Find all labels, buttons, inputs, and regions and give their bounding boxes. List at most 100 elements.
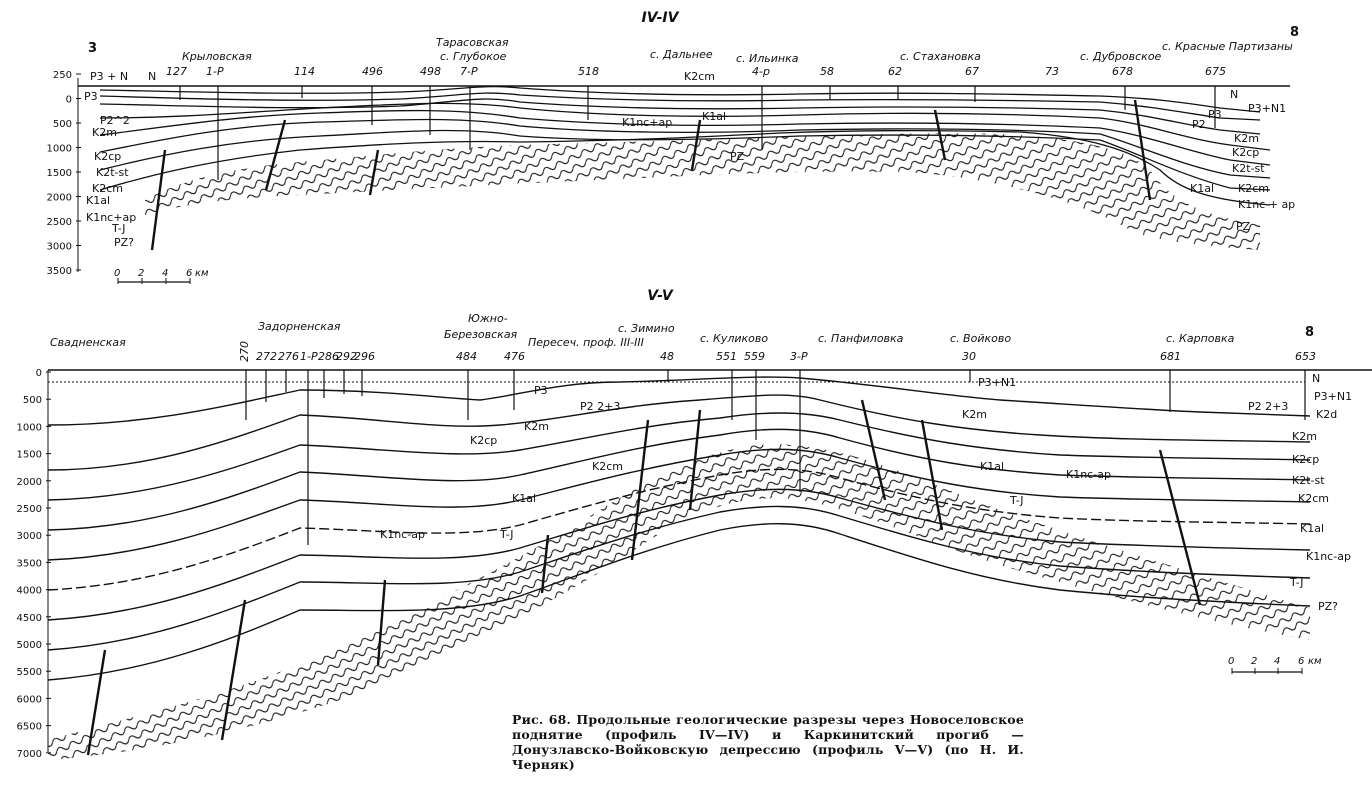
depth-tick-label: 2000 [47, 193, 72, 204]
svg-text:0: 0 [114, 268, 120, 279]
well-label: 559 [744, 350, 765, 363]
well-label: 1-Р [206, 65, 224, 78]
well-label: 4-р [752, 65, 770, 78]
depth-tick-label: 3500 [17, 558, 42, 569]
stratum-label: K1nc+ap [622, 116, 672, 129]
depth-tick-label: 4000 [17, 586, 42, 597]
well-label: 681 [1160, 350, 1181, 363]
well-label: 498 [420, 65, 441, 78]
stratum-label: N [1230, 88, 1238, 101]
well-label: 3-Р [790, 350, 808, 363]
village-label: с. Глубокое [440, 50, 507, 63]
stratum-label: K1al [512, 492, 536, 505]
stratum-label: K1al [702, 110, 726, 123]
depth-tick-label: 2500 [17, 504, 42, 515]
depth-tick-label: 3500 [47, 266, 72, 277]
village-label: Пересеч. проф. III-III [528, 336, 644, 349]
depth-tick-label: 7000 [17, 749, 42, 760]
stratum-label: P3 [534, 384, 548, 397]
stratum-label: K2cm [92, 182, 123, 195]
stratum-label: K2cm [592, 460, 623, 473]
stratum-label: K1al [86, 194, 110, 207]
stratum-label: K2cp [1292, 453, 1319, 466]
profile-v-title: V-V [647, 288, 674, 304]
depth-tick-label: 5000 [17, 640, 42, 651]
stratum-label: P2 [1192, 118, 1206, 131]
profile-v-faults [86, 399, 1202, 756]
well-label: 1-Р [300, 350, 318, 363]
svg-text:6: 6 [1298, 656, 1304, 667]
stratum-label: K2m [524, 420, 549, 433]
stratum-label: K1nc+ap [86, 211, 136, 224]
well-label: 127 [166, 65, 187, 78]
stratum-label: K2cp [94, 150, 121, 163]
stratum-label: P2^2 [100, 114, 130, 127]
depth-tick-label: 2000 [17, 477, 42, 488]
village-label: с. Зимино [618, 322, 675, 335]
stratum-label: K2t-st [1232, 162, 1265, 175]
village-label: с. Красные Партизаны [1162, 40, 1293, 53]
well-label: 292 [336, 350, 357, 363]
well-label: 272 [256, 350, 277, 363]
well-label: 476 [504, 350, 525, 363]
svg-text:2: 2 [138, 268, 144, 279]
depth-tick-label: 3000 [47, 242, 72, 253]
depth-tick-label: 0 [36, 368, 42, 379]
village-label: Крыловская [182, 50, 252, 63]
well-label: 678 [1112, 65, 1133, 78]
well-label: 30 [962, 350, 976, 363]
well-label: 276 [278, 350, 299, 363]
stratum-label: K1nc-ap [380, 528, 425, 541]
depth-tick-label: 4500 [17, 613, 42, 624]
profile-v-depth-axis: 0500100015002000250030003500400045005000… [17, 368, 51, 760]
stratum-label: P3+N1 [1248, 102, 1286, 115]
svg-text:4: 4 [1274, 656, 1280, 667]
village-label: Задорненская [258, 320, 341, 333]
stratum-label: N [148, 70, 156, 83]
well-label: 62 [888, 65, 902, 78]
depth-tick-label: 6000 [17, 694, 42, 705]
stratum-label: K2cm [1298, 492, 1329, 505]
caption-line-2: IV—IV) и Каркинитский прогиб — Донузлавс… [512, 727, 1024, 757]
depth-tick-label: 5500 [17, 667, 42, 678]
stratum-label: P2 2+3 [580, 400, 620, 413]
stratum-label: K2cm [684, 70, 715, 83]
stratum-label: P3 [84, 90, 98, 103]
village-label: с. Дальнее [650, 48, 713, 61]
svg-text:км: км [195, 268, 209, 279]
profile-v-end-right: 8 [1305, 325, 1314, 340]
well-label: 58 [820, 65, 834, 78]
well-label: 67 [965, 65, 979, 78]
svg-text:2: 2 [1251, 656, 1257, 667]
stratum-label: K1al [1190, 182, 1214, 195]
svg-text:6: 6 [186, 268, 192, 279]
stratum-label: K2t-st [1292, 474, 1325, 487]
well-label: 484 [456, 350, 477, 363]
depth-tick-label: 500 [23, 395, 42, 406]
stratum-label: K2cp [470, 434, 497, 447]
stratum-label: P3+N1 [978, 376, 1016, 389]
village-label: Свадненская [50, 336, 126, 349]
depth-tick-label: 6500 [17, 722, 42, 733]
well-label: 496 [362, 65, 383, 78]
profile-iv-end-left: 3 [88, 41, 97, 56]
stratum-label: P3+N1 [1314, 390, 1352, 403]
depth-tick-label: 1000 [47, 144, 72, 155]
stratum-label: T-J [499, 528, 514, 541]
village-label: с. Карповка [1166, 332, 1235, 345]
village-label: с. Войково [950, 332, 1011, 345]
stratum-label: N [1312, 372, 1320, 385]
village-label: с. Стахановка [900, 50, 981, 63]
depth-tick-label: 250 [53, 70, 72, 81]
well-label: 551 [716, 350, 737, 363]
stratum-label: K2m [92, 126, 117, 139]
depth-tick-label: 3000 [17, 531, 42, 542]
well-label: 675 [1205, 65, 1226, 78]
profile-iv-strata-lines [99, 86, 1271, 206]
well-label: 518 [578, 65, 599, 78]
village-label: с. Ильинка [736, 52, 799, 65]
stratum-label: K2m [962, 408, 987, 421]
depth-tick-label: 1000 [17, 422, 42, 433]
profile-v-wells [245, 370, 1306, 545]
